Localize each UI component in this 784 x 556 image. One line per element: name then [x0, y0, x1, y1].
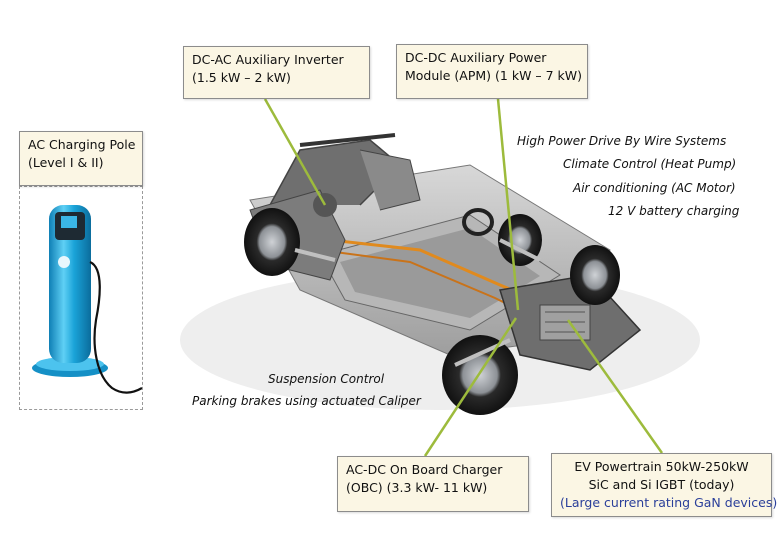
connector-powertrain — [566, 319, 664, 454]
rear-left-wheel — [442, 335, 518, 415]
inverter-line-2: (1.5 kW – 2 kW) — [192, 70, 291, 85]
powertrain-line-2: SiC and Si IGBT (today) — [588, 477, 735, 492]
label-dc-ac-inverter: DC-AC Auxiliary Inverter (1.5 kW – 2 kW) — [183, 46, 370, 99]
powertrain-line-3: (Large current rating GaN devices) — [560, 495, 778, 510]
label-ev-powertrain: EV Powertrain 50kW-250kW SiC and Si IGBT… — [551, 453, 778, 517]
note-battery-charging: 12 V battery charging — [608, 204, 740, 218]
charging-pole-frame — [19, 186, 143, 410]
connector-apm — [496, 98, 520, 311]
pole-line-1: AC Charging Pole — [28, 137, 136, 152]
apm-line-1: DC-DC Auxiliary Power — [405, 50, 547, 65]
connector-inverter — [263, 98, 327, 206]
label-ac-charging-pole: AC Charging Pole (Level I & II) — [19, 131, 143, 186]
note-climate-control: Climate Control (Heat Pump) — [563, 157, 737, 171]
rear-right-wheel — [570, 245, 620, 305]
connector-obc — [423, 317, 518, 457]
obc-line-2: (OBC) (3.3 kW- 11 kW) — [346, 480, 488, 495]
connector-lines — [263, 98, 664, 457]
label-dc-dc-apm: DC-DC Auxiliary Power Module (APM) (1 kW… — [396, 44, 588, 99]
apm-line-2: Module (APM) (1 kW – 7 kW) — [405, 68, 583, 83]
pole-line-2: (Level I & II) — [28, 155, 104, 170]
note-drive-by-wire: High Power Drive By Wire Systems — [517, 134, 727, 148]
charging-pole-illustration — [32, 205, 143, 394]
obc-line-1: AC-DC On Board Charger — [346, 462, 503, 477]
note-air-conditioning: Air conditioning (AC Motor) — [573, 181, 736, 195]
car-chassis-illustration — [180, 133, 700, 415]
powertrain-line-1: EV Powertrain 50kW-250kW — [574, 459, 749, 474]
note-parking-brakes: Parking brakes using actuated Caliper — [192, 394, 421, 408]
note-suspension-control: Suspension Control — [268, 372, 385, 386]
label-ac-dc-obc: AC-DC On Board Charger (OBC) (3.3 kW- 11… — [337, 456, 529, 512]
inverter-line-1: DC-AC Auxiliary Inverter — [192, 52, 344, 67]
front-left-wheel — [244, 208, 300, 276]
